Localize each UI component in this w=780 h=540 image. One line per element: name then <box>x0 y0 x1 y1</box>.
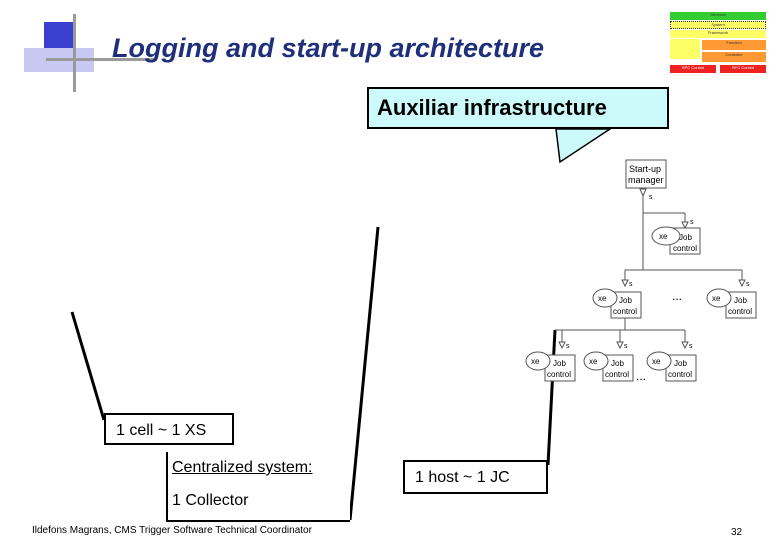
svg-text:control: control <box>668 370 692 379</box>
svg-text:s: s <box>689 343 693 350</box>
title-decoration-line-horizontal <box>46 58 156 61</box>
thumb-layer-services: Services <box>670 12 766 20</box>
thumb-layer-controller: Controller <box>702 52 766 62</box>
thumb-layer-rpc-left: RPC Control <box>670 65 716 73</box>
collector-text: 1 Collector <box>172 492 249 509</box>
thumb-layer-system: System <box>670 21 766 29</box>
thumb-layer-rpc-right: RPC Control <box>720 65 766 73</box>
slide-title: Logging and start-up architecture <box>112 33 545 63</box>
svg-text:xe: xe <box>589 357 598 366</box>
svg-text:Job: Job <box>679 233 692 242</box>
svg-text:control: control <box>613 307 637 316</box>
collector-label-box <box>166 452 350 522</box>
svg-text:control: control <box>728 307 752 316</box>
title-decoration-line-vertical <box>73 14 76 92</box>
leader-line-collector <box>348 226 380 521</box>
svg-text:s: s <box>566 343 570 350</box>
thumb-layer-yellow-block <box>670 39 700 59</box>
s-label: s <box>746 281 750 288</box>
svg-text:xe: xe <box>531 357 540 366</box>
startup-manager-node: Start-up manager s <box>625 159 667 201</box>
page-number: 32 <box>731 527 743 538</box>
job-control-node-mid-right: Job control xe <box>706 288 757 319</box>
architecture-thumbnail: Services System Framework Function Contr… <box>668 12 768 76</box>
svg-text:Job: Job <box>553 359 566 368</box>
svg-text:Job: Job <box>611 359 624 368</box>
thumb-layer-framework: Framework <box>670 30 766 38</box>
svg-text:Job: Job <box>734 296 747 305</box>
svg-text:control: control <box>547 370 571 379</box>
ellipsis: ... <box>672 289 682 303</box>
leader-line-host <box>546 329 557 466</box>
svg-text:s: s <box>624 343 628 350</box>
xe-label: xe <box>659 232 668 241</box>
thumb-layer-function: Function <box>702 40 766 50</box>
job-control-node-low-2: Job control xe <box>583 351 634 382</box>
startup-manager-label-line1: Start-up <box>629 164 661 174</box>
footer-author: Ildefons Magrans, CMS Trigger Software T… <box>32 525 312 536</box>
leader-line-cell <box>70 311 106 421</box>
svg-text:xe: xe <box>652 357 661 366</box>
host-label: 1 host ~ 1 JC <box>415 469 510 486</box>
job-control-node-low-3: Job control xe <box>646 351 697 382</box>
svg-text:Job: Job <box>674 359 687 368</box>
svg-text:Job: Job <box>619 296 632 305</box>
host-label-box: 1 host ~ 1 JC <box>403 460 548 494</box>
startup-manager-label-line2: manager <box>628 175 664 185</box>
callout-pointer <box>555 128 613 164</box>
job-control-node-mid-left: Job control xe <box>592 288 642 319</box>
svg-text:...: ... <box>636 369 646 383</box>
cell-label: 1 cell ~ 1 XS <box>116 422 207 439</box>
centralized-system-text: Centralized system: <box>172 459 313 476</box>
svg-text:control: control <box>605 370 629 379</box>
svg-text:control: control <box>673 244 697 253</box>
s-label: s <box>690 219 694 226</box>
svg-text:xe: xe <box>598 294 607 303</box>
cell-label-box: 1 cell ~ 1 XS <box>104 413 234 445</box>
auxiliar-infrastructure-callout: Auxiliar infrastructure <box>367 87 669 129</box>
collector-label: 1 Collector <box>172 492 248 510</box>
svg-text:xe: xe <box>712 294 721 303</box>
s-label: s <box>649 194 653 201</box>
s-label: s <box>629 281 633 288</box>
centralized-system-label: Centralized system: <box>172 459 313 477</box>
job-control-node-top: Job control xe <box>651 226 701 255</box>
job-control-node-low-1: Job control xe <box>525 351 576 382</box>
